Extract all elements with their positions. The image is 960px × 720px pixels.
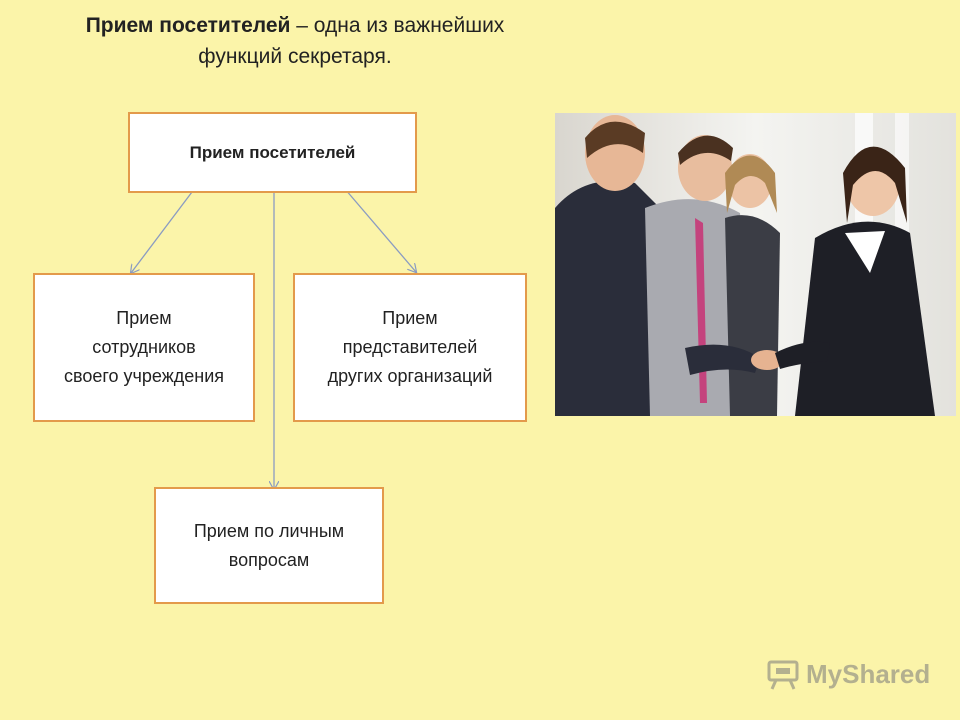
box-representatives-line: Прием [382,308,438,328]
watermark-text: MyShared [806,658,931,689]
handshake-photo [555,113,956,416]
box-representatives: Прием представителей других организаций [293,273,527,422]
box-employees: Прием сотрудников своего учреждения [33,273,255,422]
box-representatives-line: других организаций [327,366,493,386]
box-employees-line: своего учреждения [63,366,225,386]
arrow-to-right [344,188,416,272]
box-employees-line: Прием [116,308,172,328]
watermark: MyShared [766,654,930,694]
office-people-illustration [555,113,956,416]
box-root: Прием посетителей [128,112,417,193]
box-employees-line: сотрудников [92,337,196,357]
title-rest: – одна из важнейших [290,14,505,37]
box-personal: Прием по личным вопросам [154,487,384,604]
box-personal-line: вопросам [228,549,310,570]
slide-title: Прием посетителей – одна из важнейших фу… [40,10,550,72]
box-representatives-line: представителей [342,337,478,357]
projector-icon [767,660,799,690]
arrow-to-left [131,191,193,273]
title-line2: функций секретаря. [198,45,392,68]
box-root-label: Прием посетителей [189,143,356,162]
box-personal-line: Прием по личным [193,520,345,541]
title-bold: Прием посетителей [85,14,291,37]
